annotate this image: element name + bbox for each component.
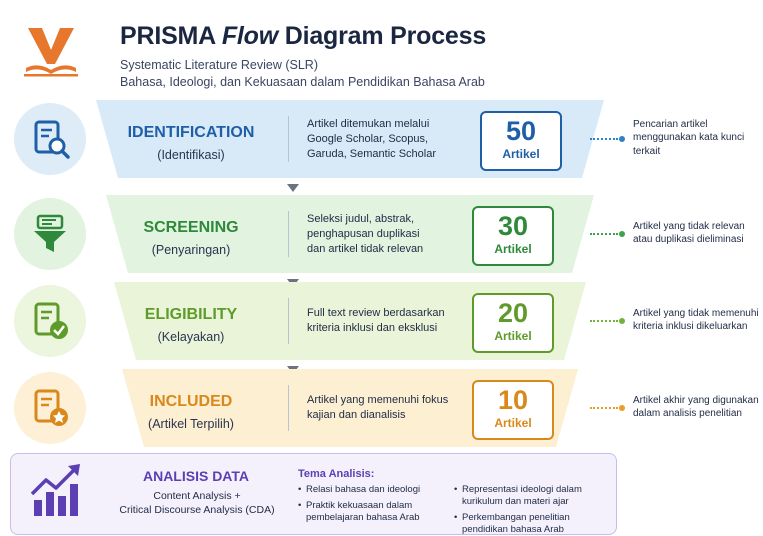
note-connector [590, 138, 618, 140]
note-connector [590, 233, 618, 235]
note-line: Artikel akhir yang digunakan [633, 394, 759, 406]
eligibility-band [114, 282, 586, 360]
document-search-icon [34, 120, 70, 159]
identification-title: IDENTIFICATION [127, 124, 255, 141]
analysis-methods: Content Analysis + Critical Discourse An… [106, 489, 288, 517]
note-line: Pencarian artikel [633, 118, 708, 130]
article-count: 30 [497, 211, 529, 241]
note-line: atau duplikasi dieliminasi [633, 234, 744, 245]
description-line: kajian dan dianalisis [307, 409, 406, 421]
note-line: terkait [633, 145, 661, 157]
article-unit: Artikel [494, 242, 532, 256]
theme-line: kurikulum dan materi ajar [462, 496, 569, 507]
page-description: Bahasa, Ideologi, dan Kekuasaan dalam Pe… [120, 75, 485, 89]
eligibility-subtitle: (Kelayakan) [157, 330, 225, 344]
eligibility-icon-circle [14, 285, 86, 357]
theme-line: Perkembangan penelitian [462, 512, 570, 523]
divider [288, 298, 289, 344]
note-connector [590, 320, 618, 322]
theme-line: pendidikan bahasa Arab [462, 524, 564, 535]
article-unit: Artikel [494, 329, 532, 343]
identification-band [96, 100, 604, 178]
book-v-logo-icon [24, 28, 78, 77]
description-line: kriteria inklusi dan eksklusi [307, 322, 438, 334]
article-unit: Artikel [494, 416, 532, 430]
eligibility-description: Full text review berdasarkan kriteria ink… [307, 306, 477, 336]
identification-icon-circle [14, 103, 86, 175]
article-count: 10 [497, 385, 529, 415]
theme-line: Relasi bahasa dan ideologi [306, 484, 421, 495]
identification-stage: IDENTIFICATION (Identifikasi) Artikel dite… [96, 100, 604, 178]
included-title: INCLUDED [149, 393, 233, 410]
description-line: Google Scholar, Scopus, [307, 132, 429, 145]
article-count: 50 [505, 116, 537, 146]
flow-arrow-down-icon [287, 184, 299, 192]
article-unit: Artikel [502, 147, 540, 161]
note-connector [590, 407, 618, 409]
note-line: menggunakan kata kunci [633, 132, 745, 144]
document-check-icon [34, 302, 68, 339]
page-subtitle: Systematic Literature Review (SLR) [120, 58, 318, 72]
included-description: Artikel yang memenuhi fokus kajian dan di… [307, 393, 477, 423]
description-line: Full text review berdasarkan [307, 307, 445, 319]
screening-note: Artikel yang tidak relevan atau duplikasi… [633, 220, 763, 247]
document-star-icon [34, 389, 68, 426]
divider [288, 211, 289, 257]
themes-title: Tema Analisis: [298, 468, 375, 480]
description-line: Garuda, Semantic Scholar [307, 147, 437, 160]
growth-chart-icon [28, 462, 86, 518]
note-line: Artikel yang tidak memenuhi [633, 307, 759, 319]
note-dot [619, 136, 625, 142]
eligibility-title: ELIGIBILITY [144, 306, 238, 323]
screening-description: Seleksi judul, abstrak, penghapusan dupli… [307, 212, 477, 257]
theme-line: pembelajaran bahasa Arab [306, 512, 420, 523]
analysis-method-2: Critical Discourse Analysis (CDA) [119, 504, 275, 516]
screening-stage: SCREENING (Penyaringan) Seleksi judul, abs… [96, 195, 604, 273]
note-dot [619, 405, 625, 411]
screening-subtitle: (Penyaringan) [151, 243, 231, 257]
included-band [122, 369, 578, 447]
screening-icon-circle [14, 198, 86, 270]
analysis-title: ANALISIS DATA [142, 468, 250, 484]
included-stage: INCLUDED (Artikel Terpilih) Artikel yang m… [96, 369, 604, 447]
identification-subtitle: (Identifikasi) [157, 148, 225, 162]
theme-item: Relasi bahasa dan ideologi [298, 484, 421, 496]
page-title: PRISMA Flow Diagram Process [120, 22, 487, 50]
included-subtitle: (Artikel Terpilih) [148, 417, 234, 431]
note-line: kriteria inklusi dikeluarkan [633, 321, 748, 332]
article-count: 20 [497, 298, 529, 328]
included-note: Artikel akhir yang digunakan dalam analis… [633, 394, 763, 421]
description-line: Seleksi judul, abstrak, [307, 212, 414, 225]
description-line: Artikel yang memenuhi fokus [307, 394, 449, 406]
note-line: dalam analisis penelitian [633, 408, 742, 419]
note-dot [619, 318, 625, 324]
eligibility-stage: ELIGIBILITY (Kelayakan) Full text review b… [96, 282, 604, 360]
description-line: Artikel ditemukan melalui [307, 117, 430, 130]
screening-title: SCREENING [143, 219, 239, 236]
analysis-method-1: Content Analysis + [153, 490, 241, 502]
divider [288, 116, 289, 162]
description-line: dan artikel tidak relevan [307, 242, 424, 255]
theme-line: Praktik kekuasaan dalam [306, 500, 413, 511]
divider [288, 385, 289, 431]
note-line: Artikel yang tidak relevan [633, 220, 745, 232]
included-icon-circle [14, 372, 86, 444]
note-dot [619, 231, 625, 237]
logo [22, 24, 80, 80]
filter-icon [34, 214, 66, 252]
theme-line: Representasi ideologi dalam [462, 484, 582, 495]
eligibility-note: Artikel yang tidak memenuhi kriteria inkl… [633, 307, 763, 334]
description-line: penghapusan duplikasi [307, 227, 420, 240]
